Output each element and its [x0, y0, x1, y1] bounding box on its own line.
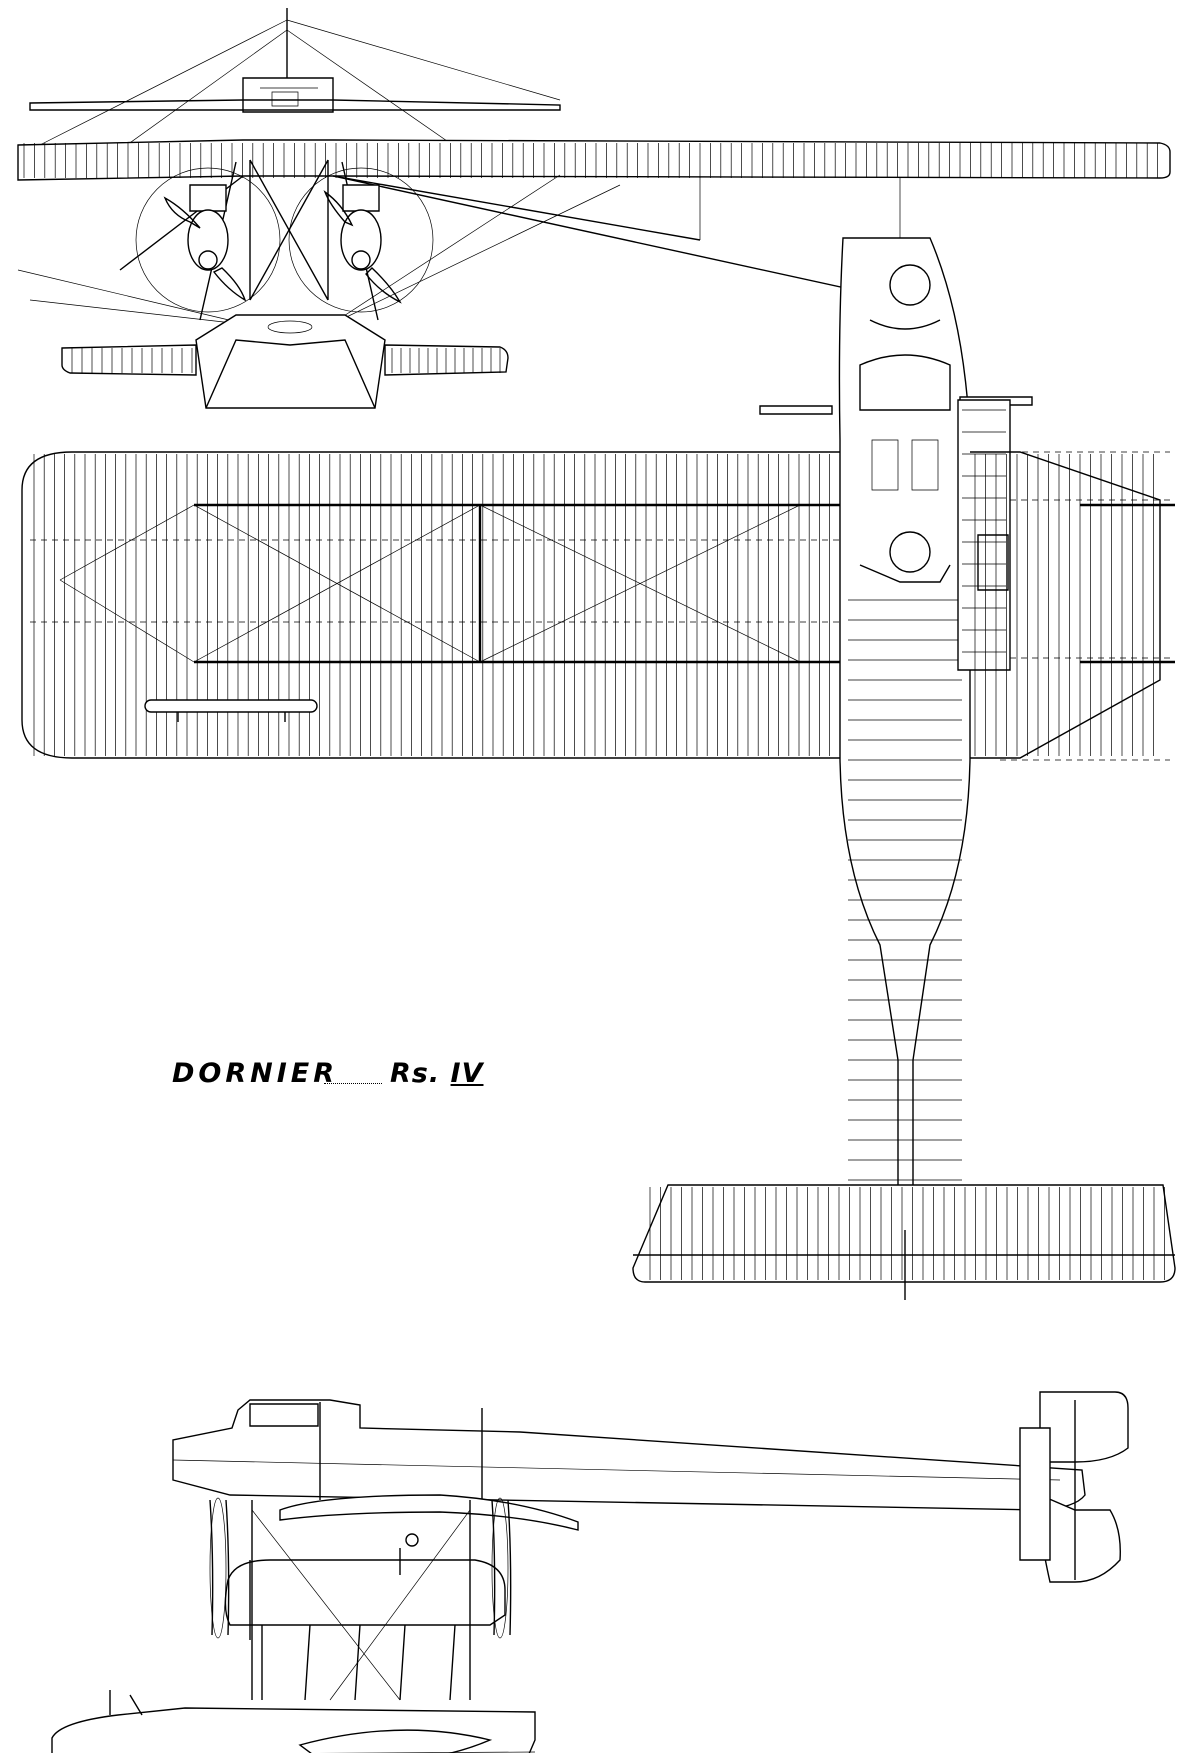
designation-numeral: IV — [450, 1058, 484, 1089]
title-leader-dots — [324, 1083, 382, 1084]
manufacturer-name: DORNIER — [172, 1058, 339, 1089]
sponson-ribs — [72, 348, 500, 373]
designation-prefix: Rs. — [390, 1058, 441, 1089]
side-view — [52, 1392, 1128, 1753]
aircraft-designation: Rs. IV — [390, 1058, 483, 1089]
tailplane-ribs — [650, 1187, 1165, 1280]
front-view — [18, 8, 1170, 408]
engine-cylinders — [962, 410, 1006, 652]
front-engines — [136, 168, 433, 312]
plan-view — [22, 238, 1175, 1300]
fuselage-ribs — [848, 600, 962, 1180]
front-wing-ribs — [24, 143, 1158, 178]
